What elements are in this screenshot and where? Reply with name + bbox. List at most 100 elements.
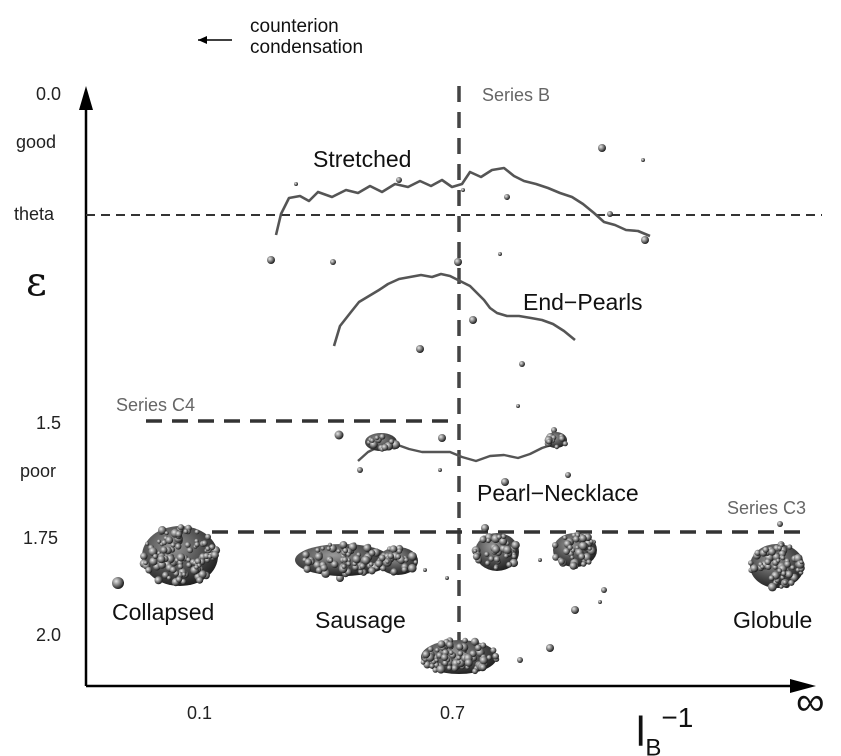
series-c3-label: Series C3: [727, 498, 807, 518]
necklace-bottom-pearl-left-bead: [491, 545, 501, 554]
sausage-cluster-right-bead: [396, 548, 403, 554]
y-tick-3: 2.0: [36, 625, 62, 645]
sausage-cluster-left: [295, 541, 395, 578]
necklace-bottom-pearl-left-bead: [506, 561, 513, 568]
collapsed-cluster-bead: [160, 546, 168, 554]
stray-bead: [598, 144, 606, 152]
collapsed-cluster-bead: [165, 536, 174, 544]
necklace-pearl-right-bead: [554, 444, 560, 450]
sausage-cluster-right-bead: [375, 559, 383, 568]
necklace-bottom-pearl-left-bead: [479, 536, 487, 543]
sausage-cluster-left-bead: [342, 547, 349, 554]
sausage-cluster-right-bead: [390, 568, 398, 576]
sausage-cluster-left-bead: [368, 562, 374, 567]
sausage-cluster-right-bead: [404, 557, 409, 563]
region-end-pearls: End−Pearls: [523, 289, 643, 315]
sausage-cluster-right-bead: [395, 553, 402, 560]
sausage-cluster-right-bead: [380, 565, 387, 572]
collapsed-cluster-bead: [186, 562, 192, 568]
polymer-beads: [112, 144, 783, 663]
collapsed-cluster-bead: [180, 578, 187, 585]
sausage-bottom-cluster-bead: [479, 656, 488, 665]
stray-bead: [546, 644, 554, 652]
sausage-bottom-cluster-bead: [479, 664, 487, 671]
globule-cluster-bead: [790, 565, 795, 570]
necklace-bottom-pearl-left-bead: [511, 540, 520, 550]
x-axis-label-sup: −1: [661, 702, 694, 733]
sausage-cluster-right-bead: [387, 553, 394, 560]
globule-cluster-bead: [788, 579, 795, 586]
x-axis-label: lB−1: [636, 704, 693, 756]
necklace-pearl-left-bead: [381, 444, 389, 451]
collapsed-cluster-bead: [161, 539, 167, 546]
sausage-bottom-cluster-bead: [457, 650, 464, 657]
stray-bead: [517, 657, 523, 663]
globule-cluster-bead: [768, 575, 775, 581]
region-sausage: Sausage: [315, 607, 406, 633]
stray-bead: [294, 182, 298, 186]
sausage-cluster-left-bead: [358, 569, 364, 575]
sausage-cluster-left-bead: [328, 542, 332, 547]
x-axis-label-sub: B: [645, 734, 662, 756]
collapsed-cluster-bead: [201, 540, 208, 547]
necklace-bottom-pearl-right-bead: [579, 534, 587, 543]
sausage-cluster-left-bead: [303, 565, 312, 573]
stray-bead: [598, 600, 602, 604]
necklace-bottom-pearl-right-bead: [570, 555, 575, 560]
stray-bead: [461, 188, 465, 192]
collapsed-cluster-bead: [149, 557, 158, 566]
necklace-pearl-left-bead: [369, 438, 375, 443]
collapsed-cluster-bead: [154, 576, 163, 585]
sausage-cluster-left-bead: [368, 567, 376, 575]
sausage-cluster-left-bead: [363, 544, 372, 553]
collapsed-cluster-bead: [207, 554, 213, 559]
region-globule: Globule: [733, 607, 813, 633]
series-b-label: Series B: [482, 85, 551, 105]
sausage-cluster-left-bead: [352, 555, 361, 564]
sausage-cluster-left-bead: [346, 552, 351, 557]
stray-bead: [551, 427, 557, 433]
sausage-bottom-cluster-bead: [480, 642, 487, 649]
stray-bead: [469, 316, 477, 324]
necklace-bottom-pearl-right-bead: [563, 547, 570, 555]
collapsed-cluster-bead: [186, 557, 192, 563]
globule-cluster-bead: [768, 582, 777, 592]
collapsed-cluster-bead: [176, 553, 186, 562]
necklace-pearl-left-bead: [379, 433, 386, 440]
sausage-bottom-cluster-bead: [451, 664, 459, 672]
stray-bead: [601, 587, 607, 593]
sausage-bottom-cluster-bead: [448, 650, 454, 655]
counterion-line2: condensation: [250, 37, 364, 58]
collapsed-cluster-bead: [158, 526, 167, 535]
globule-cluster-bead: [765, 563, 772, 570]
necklace-bottom-pearl-right-bead: [552, 553, 560, 561]
end-pearls-polymer: [332, 272, 576, 347]
stray-bead: [357, 467, 363, 473]
necklace-bottom-pearl-right-bead: [562, 535, 568, 540]
y-label-poor: poor: [20, 461, 57, 481]
stray-bead: [641, 236, 649, 244]
stray-bead: [454, 258, 462, 266]
sausage-bottom-cluster-bead: [456, 643, 464, 651]
necklace-bottom-pearl-left-bead: [484, 551, 490, 557]
y-tick-2: 1.75: [23, 528, 59, 548]
collapsed-marker-bead: [112, 577, 124, 589]
sausage-bottom-cluster-bead: [429, 663, 435, 669]
sausage-bottom-cluster-bead: [470, 637, 479, 646]
globule-cluster: [748, 541, 805, 592]
collapsed-cluster-bead: [198, 570, 207, 579]
sausage-cluster-right-bead: [378, 554, 386, 562]
globule-cluster-bead: [780, 555, 786, 561]
y-label-theta: theta: [14, 204, 55, 224]
sausage-bottom-cluster-bead: [422, 650, 430, 659]
stray-bead: [416, 345, 424, 353]
necklace-bottom-pearl-right: [552, 531, 597, 570]
polymer-clusters: [139, 432, 805, 675]
collapsed-cluster-bead: [181, 572, 187, 577]
sausage-bottom-cluster-bead: [437, 640, 446, 648]
y-tick-0: 0.0: [36, 84, 62, 104]
globule-cluster-bead: [777, 545, 782, 551]
necklace-bottom-pearl-left-bead: [488, 556, 495, 562]
